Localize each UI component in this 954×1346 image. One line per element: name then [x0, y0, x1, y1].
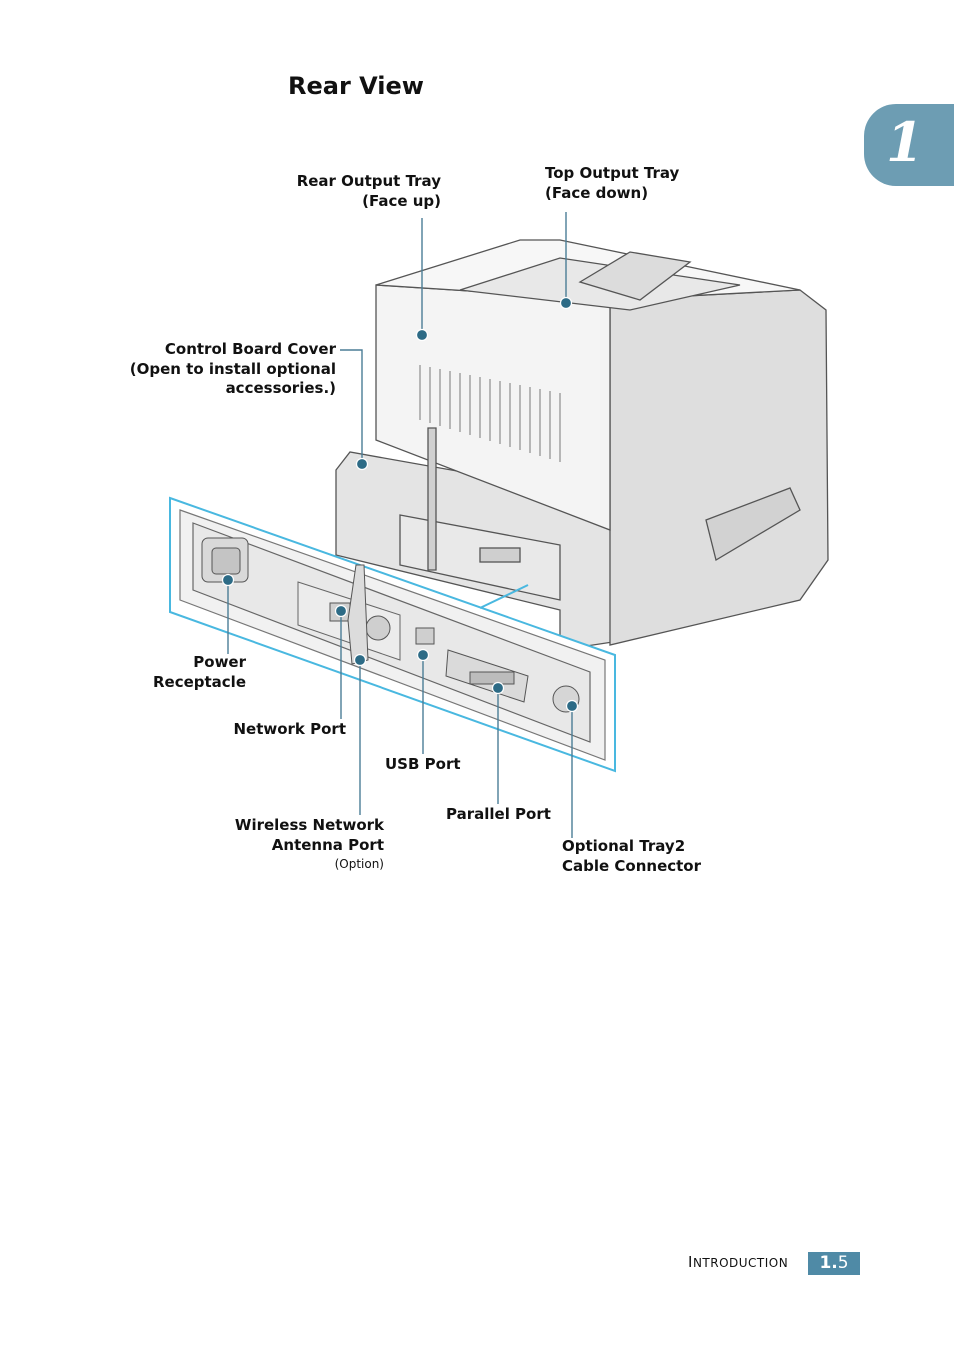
label-power-receptacle: Power Receptacle: [152, 653, 246, 691]
page-number: 1.5: [808, 1252, 860, 1275]
label-optional-tray2: Optional Tray2 Cable Connector: [562, 837, 702, 875]
callout-dots: [221, 296, 579, 713]
label-top-output-tray: Top Output Tray (Face down): [545, 164, 680, 202]
chapter-number: 1: [886, 110, 924, 174]
label-wireless-antenna-port: Wireless Network Antenna Port (Option): [200, 816, 384, 875]
printer-illustration: [335, 239, 829, 651]
chapter-tab: 1: [864, 104, 954, 186]
page-title: Rear View: [288, 72, 424, 100]
label-rear-output-tray: Rear Output Tray (Face up): [296, 172, 441, 210]
label-usb-port: USB Port: [385, 755, 461, 773]
callout-lines: [227, 212, 573, 838]
port-panel-zoom: [169, 496, 616, 773]
wireless-option-note: (Option): [334, 857, 384, 871]
label-network-port: Network Port: [233, 720, 346, 738]
label-control-board-cover: Control Board Cover (Open to install opt…: [129, 340, 336, 397]
footer-section-name: INTRODUCTION: [688, 1253, 789, 1271]
label-parallel-port: Parallel Port: [446, 805, 551, 823]
